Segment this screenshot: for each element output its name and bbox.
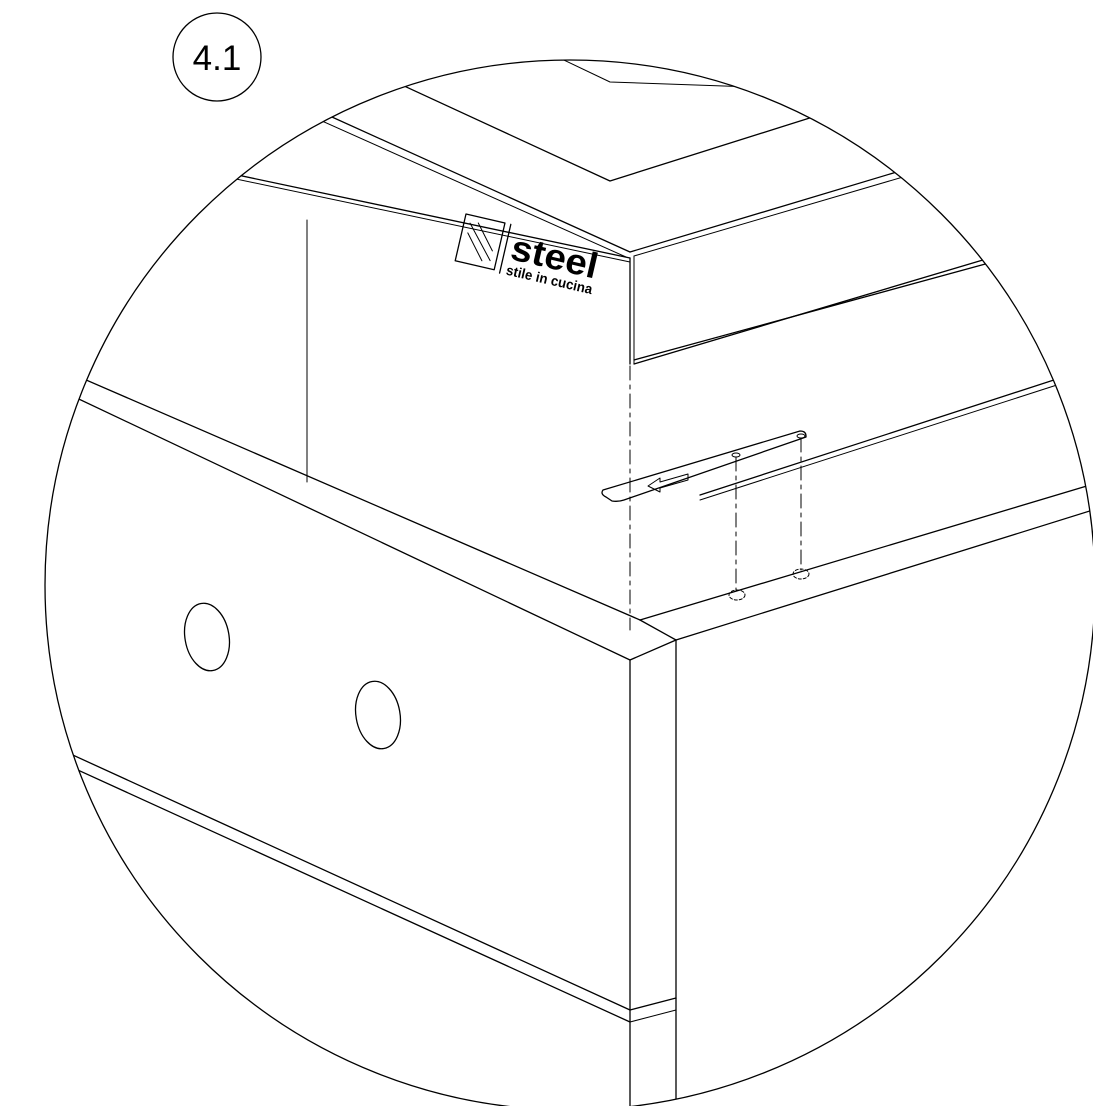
worktop-hole-2 <box>792 568 810 580</box>
worktop-right-back <box>699 377 1061 496</box>
appliance-parts: steel stile in cucina <box>45 60 1093 1106</box>
side-panel-bottom <box>633 239 1051 365</box>
worktop-corner <box>639 619 677 641</box>
front-right-corner <box>629 639 677 661</box>
top-rear-edge <box>289 97 631 253</box>
bracket-hole-2 <box>796 433 806 439</box>
top-right-edge-inner <box>633 171 921 257</box>
knob-hole-1 <box>183 602 231 672</box>
arrow-left-icon <box>647 473 689 493</box>
top-rear-edge-inner <box>283 103 627 258</box>
top-right-edge <box>629 164 921 253</box>
step-badge: 4.1 <box>172 12 262 102</box>
cabinet-lower-seam-2 <box>629 1009 677 1023</box>
lower-cabinet <box>45 602 677 1106</box>
step-number: 4.1 <box>193 39 242 78</box>
worktop-right-inner <box>675 509 1093 641</box>
worktop-front-edge <box>45 382 631 661</box>
bracket-plate <box>601 430 807 502</box>
cabinet-seam-2 <box>45 754 631 1023</box>
bracket-hole-1 <box>731 452 741 458</box>
front-top-edge <box>194 165 631 259</box>
worktop-back-edge <box>45 359 641 621</box>
upper-appliance <box>194 60 1051 483</box>
cabinet-seam <box>45 739 631 1011</box>
detail-circle <box>44 59 1093 1106</box>
brand-logo: steel stile in cucina <box>454 213 602 297</box>
cabinet-lower-seam <box>629 997 677 1011</box>
worktop <box>45 359 1093 661</box>
knob-hole-2 <box>354 680 402 750</box>
step-badge-circle <box>172 12 262 102</box>
front-top-edge-inner <box>197 170 631 263</box>
worktop-right-back-2 <box>699 383 1061 501</box>
worktop-right-top <box>639 484 1091 621</box>
cooktop-recess <box>362 66 836 182</box>
connection-bracket <box>601 365 810 631</box>
worktop-hole-1 <box>728 589 746 601</box>
steel-logo-icon <box>454 213 506 271</box>
